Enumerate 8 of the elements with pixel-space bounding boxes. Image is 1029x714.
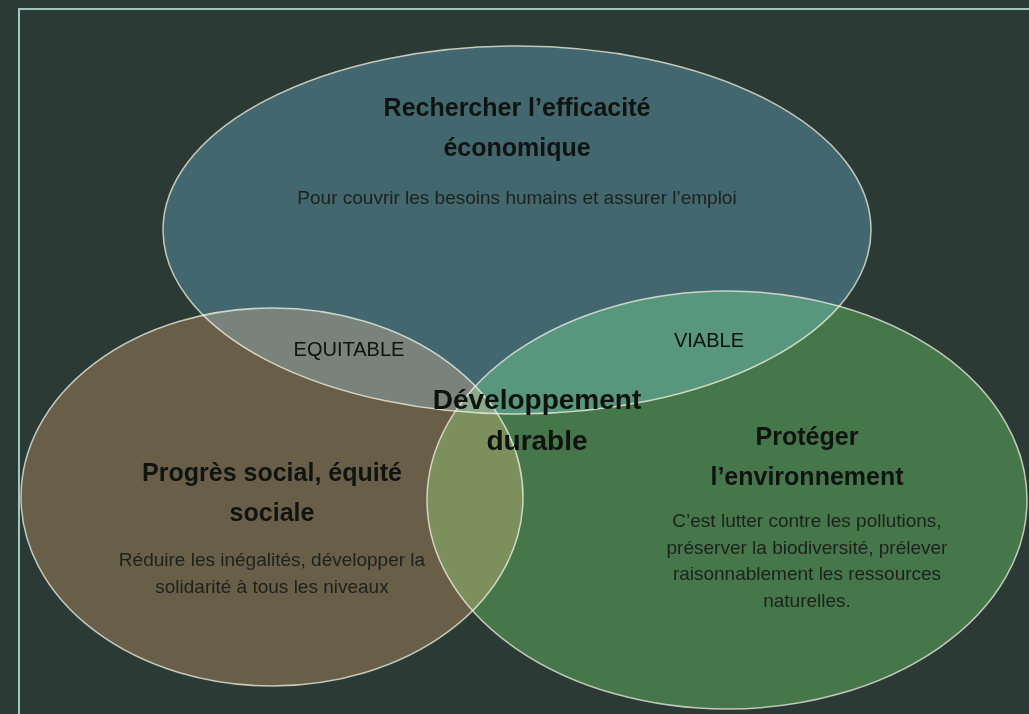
circle-description: Réduire les inégalités, développer la solidarité à tous les niveaux (117, 548, 427, 599)
overlap-label: VIABLE (672, 328, 745, 353)
circle-description: Pour couvrir les besoins humains et assurer l’emploi (296, 186, 738, 210)
circle-description: C’est lutter contre les pollutions, préserver la biodiversité, prélever raisonnablement les ressources naturelles. (665, 509, 949, 613)
circle-heading: Protéger l’environnement (709, 421, 905, 492)
overlap-label: EQUITABLE (292, 337, 406, 362)
circle-heading: Rechercher l’efficacité économique (382, 92, 652, 163)
circle-heading: Progrès social, équité sociale (141, 457, 403, 528)
